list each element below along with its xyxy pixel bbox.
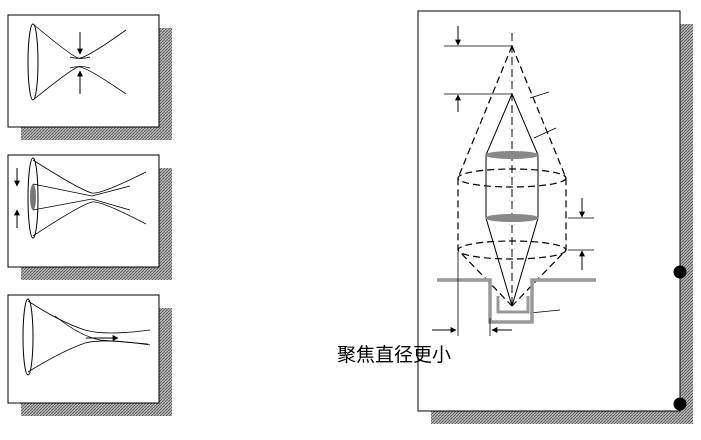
panel-focus-shift — [7, 294, 172, 416]
workpiece-step — [496, 296, 530, 314]
panel-focusing-system — [417, 10, 693, 424]
binding-dot — [673, 397, 687, 411]
panel-frame — [7, 154, 160, 268]
panel-frame — [417, 10, 681, 412]
lens-lower — [485, 214, 539, 222]
lens-icon — [27, 157, 39, 239]
workpiece-plate — [437, 278, 596, 324]
panel-beam-waist — [7, 14, 172, 140]
panel-aperture — [7, 154, 172, 280]
panel-frame — [7, 294, 160, 404]
panel-frame — [7, 14, 160, 128]
binding-dot — [673, 265, 687, 279]
diagram-caption: 聚焦直径更小 — [337, 344, 452, 366]
aperture-spot — [30, 184, 36, 210]
lens-icon — [22, 298, 34, 376]
lens-upper — [485, 151, 539, 159]
